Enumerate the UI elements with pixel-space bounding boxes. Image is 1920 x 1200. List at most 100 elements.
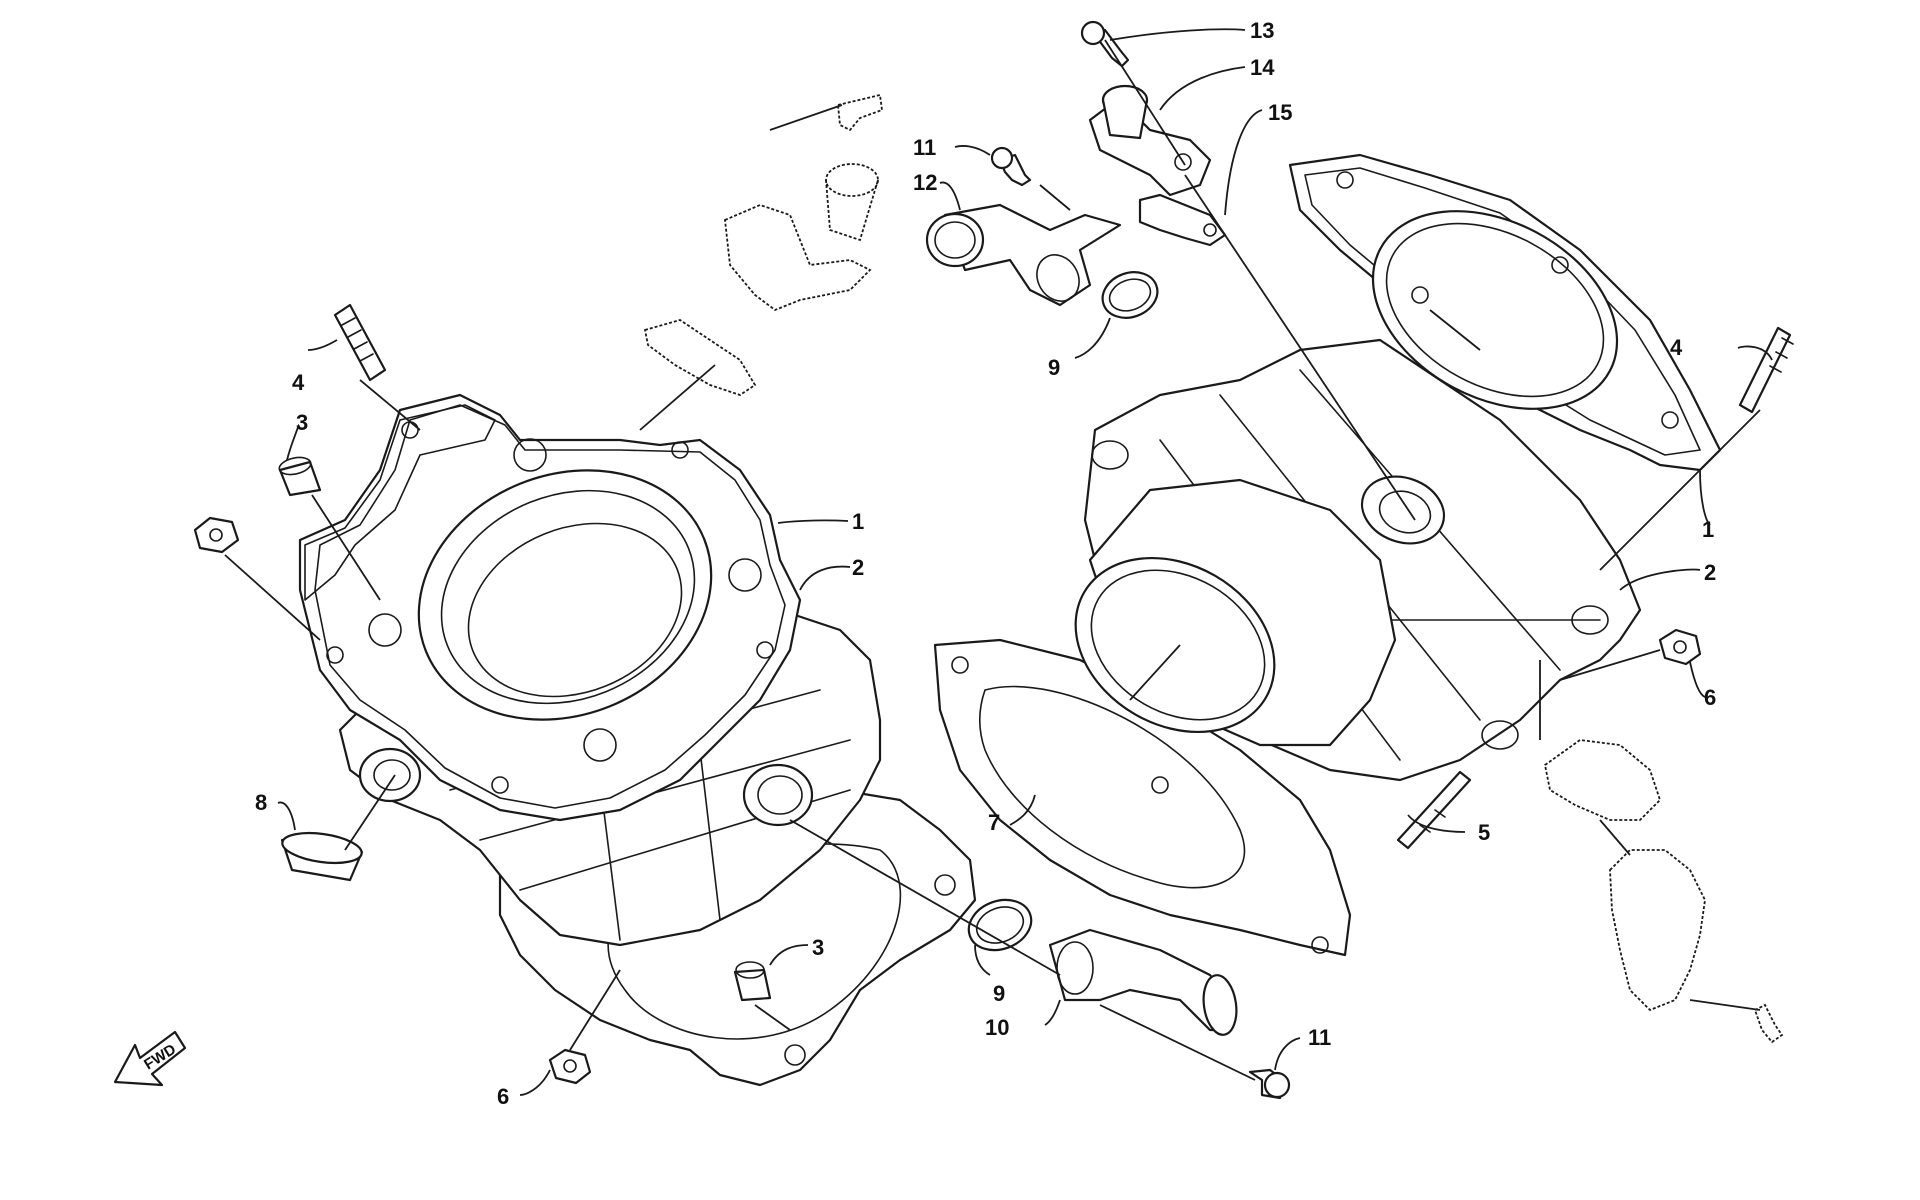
base-gasket-7-bore [978,685,1246,889]
elbow-10-port [1202,974,1238,1036]
housing-14-hole [1174,153,1192,171]
screw-11-lower-head [1263,1071,1291,1099]
deck-bolt-hole [513,438,547,472]
deck-bolt-hole-small [756,641,774,659]
callout-leader [1407,814,1466,833]
elbow-10-inlet [1056,941,1094,995]
leader-line [1104,39,1186,166]
o-ring-9-upper [1101,271,1159,319]
leader-line [1699,409,1761,471]
deck-bolt-hole [583,728,617,762]
screw-11-upper-head [990,146,1014,170]
cylinder-boss [1091,440,1129,470]
tensioner-plunger-left-body [825,179,879,242]
callout-1-left: 1 [852,509,864,534]
callout-3-left-upper: 3 [296,410,308,435]
leader-line [1559,649,1661,681]
callout-leader [1689,661,1706,698]
deck-bolt-hole [368,613,402,647]
tensioner-gasket-left [643,319,757,396]
cylinder-bore-left-liner [467,522,683,698]
callout-leader [777,519,849,524]
housing-14-neck-body [1101,98,1149,140]
callout-leader [519,1069,551,1096]
head-gasket-right-inner-edge [1304,167,1701,456]
nut-6-right [1658,628,1702,666]
cylinder-fin-line [479,739,851,841]
callout-4-right: 4 [1670,335,1683,360]
callout-5: 5 [1478,820,1490,845]
cylinder-bore-left [417,469,713,721]
tensioner-plunger-left [825,163,879,197]
callout-4-left: 4 [292,370,305,395]
side-port-left-inner [373,759,411,791]
callout-leader [1619,568,1701,591]
elbow-10 [1048,928,1232,1032]
side-port-left [358,747,422,803]
callout-1-right: 1 [1702,517,1714,542]
elbow-12-port-inner [934,221,976,259]
leader-line [1689,999,1761,1011]
cylinder-boss [1481,720,1519,750]
callout-6-left: 6 [497,1084,509,1109]
callout-leader [1699,469,1711,526]
cylinder-barrel-right-mouth [1074,556,1276,734]
callout-6-right: 6 [1704,685,1716,710]
callout-7: 7 [988,810,1000,835]
water-boss-left [742,763,814,827]
leader-line [769,104,843,131]
callout-leader [799,565,851,591]
gasket-15-hole [1203,223,1217,237]
chain-tunnel-left [304,404,496,601]
stud-thread [341,317,374,362]
callout-leader [1109,28,1246,41]
callout-leader [1009,794,1036,826]
leader-line [789,819,1061,976]
leader-line [311,494,381,601]
gasket-15 [1138,193,1227,247]
tensioner-body-left [724,204,872,312]
stud-thread [1769,337,1794,373]
callout-9-left: 9 [993,981,1005,1006]
callout-leader [1159,66,1246,111]
callout-leader [277,801,296,831]
stud-5 [1396,770,1472,850]
water-boss-left-inner [757,775,803,815]
o-ring-9-lower-inner [975,906,1025,944]
base-gasket-7-hole [1311,936,1329,954]
callout-leader [307,339,338,351]
left-assembly [193,93,1291,1100]
leader-line [1429,309,1481,351]
deck-bolt-hole-small [671,441,689,459]
leader-line [1184,174,1416,521]
callout-11-upper: 11 [913,135,936,160]
callout-leader [1074,317,1111,359]
callout-15: 15 [1268,100,1292,125]
nut-upper-left [193,516,240,554]
tensioner-bolt-left [837,93,883,132]
nut-upper-left-hole [209,528,223,542]
head-gasket-left-outline [314,404,786,809]
leader-line [1599,819,1631,856]
cylinder-boss [1571,605,1609,635]
elbow-12 [943,203,1122,307]
head-gasket-right-hole [1551,256,1569,274]
callout-leader [1274,1037,1301,1071]
callout-2-right: 2 [1704,560,1716,585]
o-ring-9-upper-inner [1108,278,1152,312]
stud-4-left [333,303,387,382]
stud-4-right [1738,326,1792,414]
leader-line [569,969,621,1051]
base-gasket-hole [784,1044,806,1066]
callout-12: 12 [913,170,937,195]
leader-line [754,1004,791,1031]
nut-6-lower [548,1048,592,1085]
callout-9-right: 9 [1048,355,1060,380]
dowel-3-upper-top [278,456,312,476]
leader-line [359,379,421,431]
cylinder-barrel-right-inner [1090,569,1266,721]
nut-6-right-hole [1673,640,1687,654]
callout-leader [1737,345,1773,361]
callout-2-left: 2 [852,555,864,580]
